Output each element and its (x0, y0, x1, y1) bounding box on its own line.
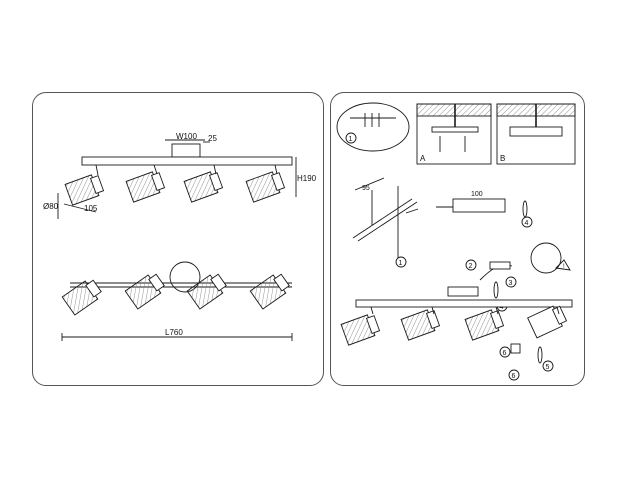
plate-width-label: 100 (471, 191, 483, 198)
assembled-fixture: 6 6 5 (340, 299, 573, 381)
spot-shade-3 (183, 169, 225, 203)
step1-badge-b: 1 (399, 260, 403, 267)
stem-2 (153, 164, 158, 175)
canopy-box (171, 143, 201, 158)
step6-badge: 6 (503, 350, 507, 357)
r-shade-1 (340, 312, 382, 346)
depth-label: 25 (208, 134, 217, 143)
spot-shade-4 (245, 169, 287, 203)
wiring-detail: 2 3 ! 4 (447, 242, 571, 312)
r-shade-2 (400, 307, 442, 341)
step1-badge: 1 (349, 136, 353, 143)
mounting-bar (81, 156, 293, 166)
front-view-drawing: W100 25 H190 Ø80 105 (43, 132, 317, 219)
stem-3 (213, 164, 217, 175)
mounting-plate: 100 4 (436, 191, 533, 228)
top-shade-3 (186, 273, 227, 310)
width-label: W100 (176, 132, 197, 141)
view-a-label: A (420, 154, 426, 163)
mounting-bracket-perspective: 95 1 (352, 177, 419, 268)
stem-1 (95, 164, 99, 176)
view-b-label: B (500, 154, 505, 163)
step4-badge: 4 (525, 220, 529, 227)
step1-ceiling-mount: 1 (336, 102, 410, 152)
r-shade-3 (464, 307, 506, 341)
step6-badge-b: 6 (512, 373, 516, 380)
hole-spacing-label: 95 (362, 185, 370, 192)
view-b-box: B (496, 103, 576, 165)
step5-badge: 5 (546, 364, 550, 371)
diameter-label: Ø80 (43, 202, 59, 211)
height-label: H190 (297, 174, 317, 183)
top-view-drawing: L760 (61, 261, 293, 341)
top-shade-4 (249, 273, 290, 310)
spot-shade-1 (64, 172, 106, 206)
shade-length-label: 105 (84, 204, 98, 213)
stem-4 (274, 164, 278, 175)
top-canopy (169, 261, 201, 293)
shade-length-dim-line (63, 203, 97, 213)
view-a-box: A (416, 103, 492, 165)
step2-badge: 2 (469, 263, 473, 270)
spot-shade-2 (125, 169, 167, 203)
length-label: L760 (165, 328, 183, 337)
top-shade-1 (61, 279, 102, 316)
r-shade-4 (527, 305, 568, 339)
svg-text:!: ! (563, 264, 565, 270)
step4-badge-b: 4 (500, 304, 504, 311)
step3-badge: 3 (509, 280, 513, 287)
top-shade-2 (124, 273, 165, 310)
